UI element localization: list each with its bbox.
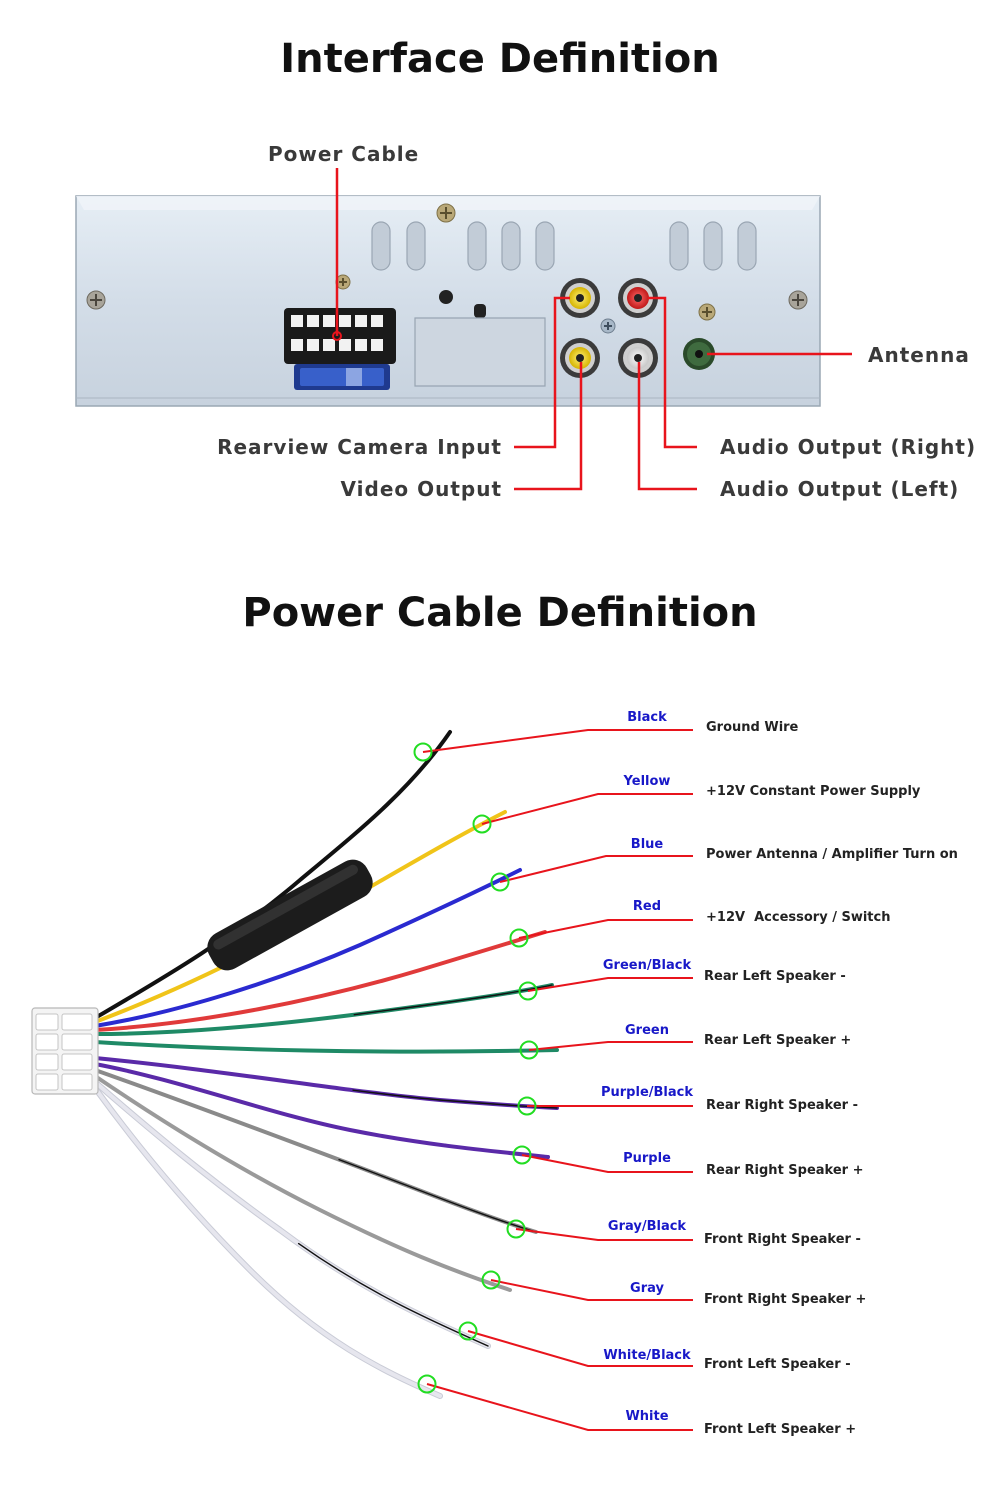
- leader-line: [426, 1383, 693, 1431]
- harness-connector-plug: [31, 1007, 99, 1095]
- wire-marker-circle: [458, 1321, 478, 1341]
- leader-line: [490, 1279, 693, 1301]
- wire-function-label: +12V Constant Power Supply: [706, 784, 921, 799]
- power-cable-definition-title: Power Cable Definition: [242, 590, 758, 636]
- leader-line: [467, 1330, 693, 1367]
- wire-color-label: Purple/Black: [600, 1085, 693, 1100]
- wire-function-label: Front Left Speaker -: [704, 1357, 851, 1372]
- wire-marker-circle: [472, 814, 492, 834]
- wire-stripe: [94, 1057, 558, 1109]
- wire-function-label: Rear Left Speaker +: [704, 1033, 852, 1048]
- wire-marker-circle: [413, 742, 433, 762]
- wire-purple-black: [93, 1056, 559, 1110]
- wire-function-label: Rear Right Speaker -: [706, 1098, 859, 1113]
- inline-fuse-holder: [207, 859, 373, 971]
- wire-function-label: Rear Left Speaker -: [704, 969, 846, 984]
- wire-function-label: Power Antenna / Amplifier Turn on: [706, 847, 958, 862]
- leader-lines: [335, 168, 852, 491]
- vent-slots: [371, 221, 757, 271]
- wire-blue: [93, 868, 522, 1028]
- wire-gray: [93, 1074, 512, 1292]
- wire-color-label: Yellow: [623, 774, 671, 789]
- wire-function-label: Ground Wire: [706, 720, 799, 735]
- wire-marker-circle: [481, 1270, 501, 1290]
- interface-definition-title: Interface Definition: [280, 36, 720, 82]
- wire-stripe: [94, 1069, 537, 1233]
- leader-line: [481, 793, 693, 825]
- wire-color-label: White: [625, 1409, 669, 1424]
- audio-output-right-callout: Audio Output (Right): [720, 435, 977, 459]
- wire-color-label: Gray: [630, 1281, 664, 1296]
- wire-color-label: Blue: [630, 837, 664, 852]
- leader-line: [528, 1041, 693, 1051]
- leader-line: [515, 1228, 693, 1241]
- wire-function-label: Front Right Speaker -: [704, 1232, 861, 1247]
- radio-back-panel: [75, 168, 852, 491]
- wire-purple: [93, 1062, 550, 1159]
- mounting-bracket: [414, 317, 546, 387]
- leader-line: [422, 729, 693, 753]
- wire-function-label: Rear Right Speaker +: [706, 1163, 864, 1178]
- wire-marker-circle: [519, 1040, 539, 1060]
- wire-function-label: Front Left Speaker +: [704, 1422, 857, 1437]
- leader-line: [518, 919, 693, 939]
- wire-color-label: Green: [625, 1023, 669, 1038]
- wire-black: [93, 730, 452, 1020]
- wire-color-label: Red: [632, 899, 662, 914]
- rca-jacks: [560, 278, 658, 378]
- wire-marker-circle: [512, 1145, 532, 1165]
- wire-color-label: Green/Black: [602, 958, 692, 973]
- rearview-camera-input-callout: Rearview Camera Input: [217, 435, 502, 459]
- wire-red: [93, 930, 547, 1032]
- wire-function-label: Front Right Speaker +: [704, 1292, 867, 1307]
- wire-marker-circle: [517, 1096, 537, 1116]
- wire-stripe: [94, 1081, 489, 1347]
- antenna-callout: Antenna: [868, 343, 970, 367]
- wire-marker-circle: [518, 981, 538, 1001]
- leader-line: [527, 977, 693, 992]
- wire-stripe: [94, 984, 553, 1035]
- wire-color-label: White/Black: [603, 1348, 691, 1363]
- leader-line: [499, 855, 693, 883]
- antenna-socket: [683, 338, 715, 370]
- wire-marker-circle: [490, 872, 510, 892]
- wire-color-label: Purple: [623, 1151, 671, 1166]
- audio-output-left-callout: Audio Output (Left): [720, 477, 960, 501]
- wire-green: [93, 1040, 559, 1054]
- wire-function-label: +12V Accessory / Switch: [706, 910, 891, 925]
- video-output-callout: Video Output: [340, 477, 502, 501]
- leader-line: [521, 1154, 693, 1173]
- wire-color-label: Black: [627, 710, 667, 725]
- wire-color-label: Gray/Black: [607, 1219, 687, 1234]
- wire-marker-circle: [509, 928, 529, 948]
- power-cable-callout: Power Cable: [268, 142, 420, 166]
- wire-marker-circle: [417, 1374, 437, 1394]
- wire-white: [93, 1086, 442, 1398]
- wire-marker-circle: [506, 1219, 526, 1239]
